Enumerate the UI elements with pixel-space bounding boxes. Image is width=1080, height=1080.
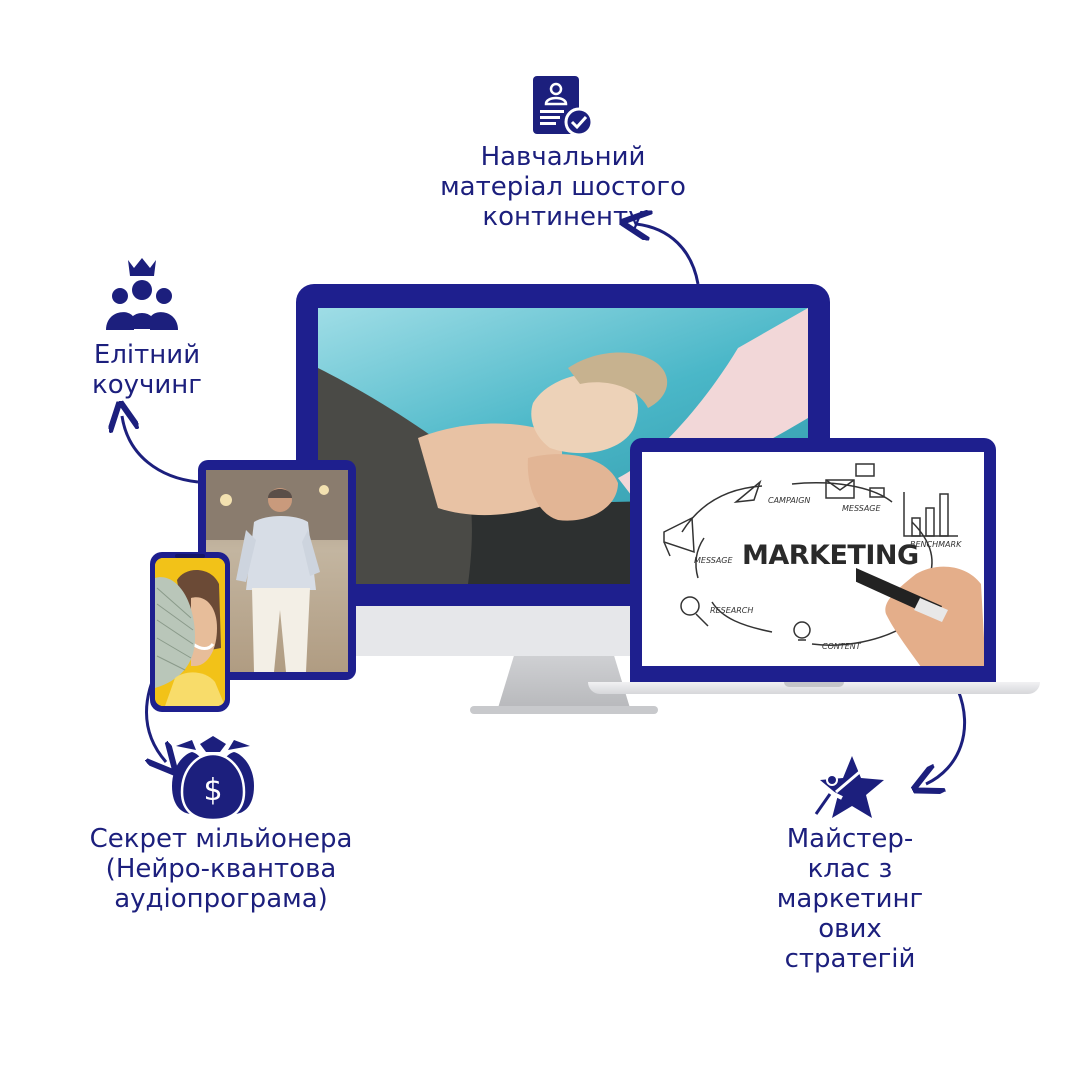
phone-notch — [175, 554, 205, 558]
label-secret: Секрет мільйонера (Нейро-квантова аудіоп… — [89, 824, 353, 914]
hand-with-marker — [856, 566, 984, 666]
label-material: Навчальний матеріал шостого континенту — [440, 142, 686, 232]
arrow-to-masterclass — [926, 689, 967, 784]
tag-campaign: CAMPAIGN — [768, 496, 811, 505]
money-bags-icon: $ — [172, 736, 254, 820]
tag-message-left: MESSAGE — [694, 556, 733, 565]
marketing-title: MARKETING — [742, 540, 919, 571]
tag-content: CONTENT — [822, 642, 861, 651]
speaker-illustration — [206, 470, 348, 672]
label-coaching: Елітний коучинг — [92, 340, 202, 400]
tag-benchmark: BENCHMARK — [910, 540, 962, 549]
tag-message-top: MESSAGE — [842, 504, 881, 513]
phone-screen-money-photo — [155, 558, 225, 706]
crowned-group-icon — [106, 258, 178, 331]
arrow-to-material — [636, 224, 700, 285]
laptop-screen-marketing: MARKETING CAMPAIGN MESSAGE BENCHMARK MES… — [642, 452, 984, 666]
label-masterclass: Майстер- клас з маркетинг ових стратегій — [776, 824, 924, 974]
monitor-base — [470, 706, 658, 714]
tag-research: RESEARCH — [710, 606, 754, 615]
laptop-notch — [784, 682, 844, 687]
arrow-to-coaching — [122, 416, 199, 484]
svg-text:$: $ — [203, 773, 222, 808]
laptop-base — [588, 682, 1040, 694]
woman-with-money-illustration — [155, 558, 225, 706]
star-person-icon — [812, 756, 884, 818]
document-check-icon — [533, 76, 594, 137]
